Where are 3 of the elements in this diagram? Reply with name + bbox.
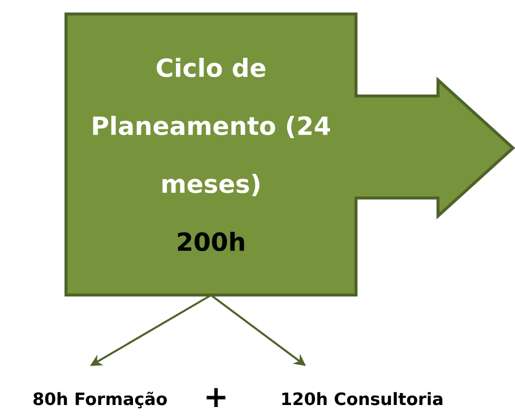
text-label: 120h Consultoria bbox=[282, 392, 442, 406]
plus-sign: + bbox=[206, 388, 226, 407]
text-label: 80h Formação bbox=[34, 392, 167, 408]
